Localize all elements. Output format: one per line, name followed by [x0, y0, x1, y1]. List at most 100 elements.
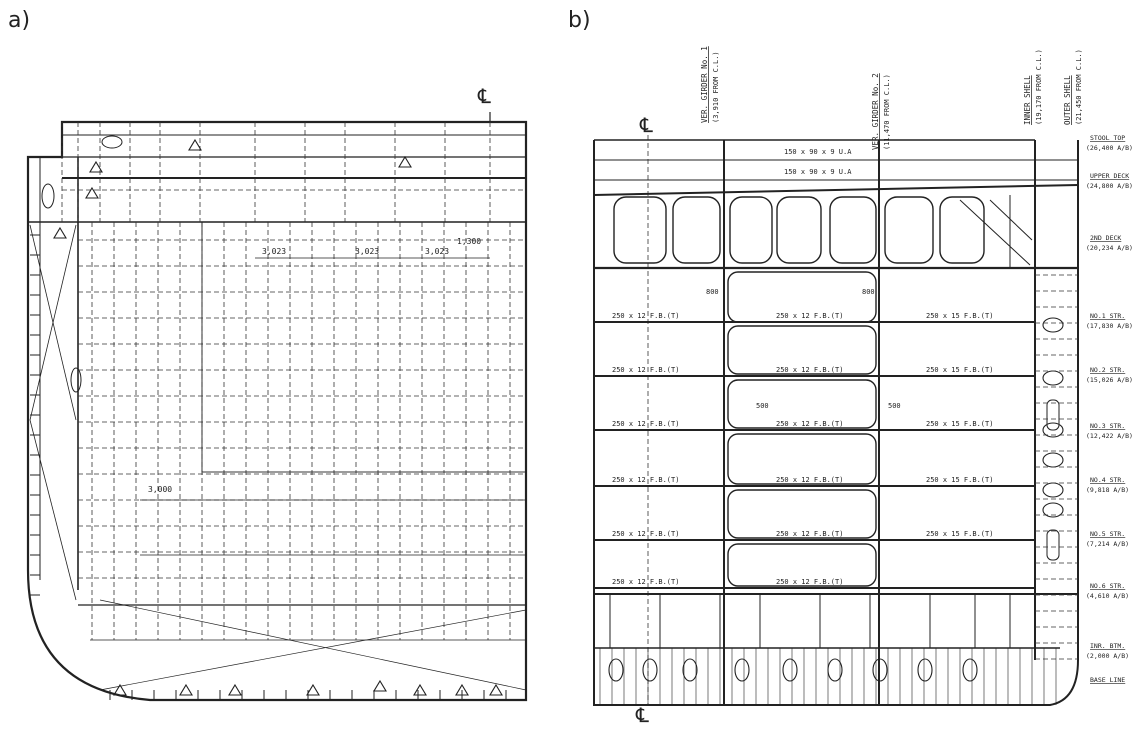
- weld-triangle: [113, 683, 127, 696]
- central-opening: [727, 489, 877, 539]
- hull-outline-a: [26, 120, 528, 702]
- brace-a2: [29, 224, 77, 421]
- stiffener-label-2: 150 x 90 x 9 U.A: [784, 168, 852, 176]
- lightening-hole: [734, 658, 750, 682]
- level-value: (17,830 A/B): [1086, 322, 1133, 330]
- horizontal-longitudinals-a: [30, 234, 526, 700]
- stringer-label-mid: 250 x 12 F.B.(T): [776, 312, 843, 320]
- weld-triangle: [228, 683, 242, 696]
- central-opening: [727, 325, 877, 375]
- stringers-b: 250 x 12 F.B.(T) 250 x 12 F.B.(T) 250 x 15…: [594, 271, 1035, 589]
- panel-a-label: a): [8, 8, 31, 33]
- weld-triangle: [179, 683, 193, 696]
- bracket-label: 800: [706, 288, 719, 296]
- side-hole: [1042, 422, 1064, 438]
- outer-shell-sub: (21,450 FROM C.L.): [1075, 49, 1083, 125]
- level-value: (24,800 A/B): [1086, 182, 1133, 190]
- upper-bay: [884, 196, 934, 264]
- side-hole: [1042, 452, 1064, 468]
- level-name: BASE LINE: [1090, 676, 1125, 684]
- stringer-label-right: 250 x 15 F.B.(T): [926, 312, 993, 320]
- upper-bay: [939, 196, 985, 264]
- weld-triangle: [306, 683, 320, 696]
- level-name: NO.5 STR.: [1090, 530, 1125, 538]
- weld-triangle: [53, 226, 67, 239]
- level-name: NO.2 STR.: [1090, 366, 1125, 374]
- dim-3023-a: 3,023: [262, 247, 286, 256]
- girder-1-sub: (3,910 FROM C.L.): [712, 51, 720, 123]
- stringer-label-mid: 250 x 12 F.B.(T): [776, 420, 843, 428]
- lightening-hole: [782, 658, 798, 682]
- side-hole: [1042, 502, 1064, 518]
- weld-symbols-a: [53, 138, 503, 696]
- level-name: STOOL TOP: [1090, 134, 1125, 142]
- inner-shell-sub: (19,170 FROM C.L.): [1035, 49, 1043, 125]
- hull-outline-b: [593, 140, 1079, 706]
- centerline-symbol-a: ℄: [477, 84, 491, 108]
- manhole-a: [101, 135, 123, 149]
- level-value: (4,610 A/B): [1086, 592, 1129, 600]
- bottom-brace-a1: [99, 599, 527, 691]
- upper-deck-b: [593, 184, 1079, 196]
- bracket-label: 500: [888, 402, 901, 410]
- manhole-c: [70, 367, 82, 393]
- stringer-label-left: 250 x 12 F.B.(T): [612, 366, 679, 374]
- side-slot: [1046, 529, 1060, 561]
- stringer-label-right: 250 x 15 F.B.(T): [926, 476, 993, 484]
- dim-1300: 1,300: [457, 237, 481, 246]
- lightening-hole: [872, 658, 888, 682]
- stringer-label-left: 250 x 12 F.B.(T): [612, 420, 679, 428]
- dim-3023-c: 3,023: [425, 247, 449, 256]
- weld-triangle: [489, 683, 503, 696]
- level-labels-b: STOOL TOP(26,400 A/B)UPPER DECK(24,800 A…: [1086, 134, 1133, 684]
- central-opening: [727, 379, 877, 429]
- manhole-b: [41, 183, 55, 209]
- level-value: (12,422 A/B): [1086, 432, 1133, 440]
- stringer-label-mid: 250 x 12 F.B.(T): [776, 476, 843, 484]
- lightening-hole: [608, 658, 624, 682]
- centerline-symbol-b-bottom: ℄: [635, 703, 649, 727]
- upper-bay: [729, 196, 773, 264]
- stiffener-label-1: 150 x 90 x 9 U.A: [784, 148, 852, 156]
- upper-bay: [672, 196, 721, 264]
- upper-diagonal: [989, 199, 1033, 241]
- side-hole: [1042, 317, 1064, 333]
- side-openings-b: [1035, 274, 1078, 660]
- top-label-girder-1: VER. GIRDER No. 1 (3,910 FROM C.L.): [700, 46, 720, 123]
- weld-triangle: [188, 138, 202, 151]
- girder-1-title: VER. GIRDER No. 1: [700, 46, 709, 123]
- side-slot: [1046, 399, 1060, 431]
- upper-bays-b: [613, 196, 1033, 266]
- upper-bay: [776, 196, 822, 264]
- stringer-label-mid: 250 x 12 F.B.(T): [776, 366, 843, 374]
- stringer-label-left: 250 x 12 F.B.(T): [612, 312, 679, 320]
- level-value: (9,818 A/B): [1086, 486, 1129, 494]
- central-opening: [727, 433, 877, 485]
- centerline-symbol-b-top: ℄: [639, 113, 653, 137]
- weld-triangle: [413, 683, 427, 696]
- level-value: (7,214 A/B): [1086, 540, 1129, 548]
- level-value: (2,000 A/B): [1086, 652, 1129, 660]
- bracket-label: 500: [756, 402, 769, 410]
- outer-shell-title: OUTER SHELL: [1063, 75, 1072, 125]
- brace-a3: [29, 419, 77, 601]
- stringer-label-right: 250 x 15 F.B.(T): [926, 530, 993, 538]
- inner-shell-title: INNER SHELL: [1023, 75, 1032, 125]
- top-label-inner-shell: INNER SHELL (19,170 FROM C.L.): [1023, 49, 1043, 125]
- lightening-hole: [827, 658, 843, 682]
- level-value: (15,026 A/B): [1086, 376, 1133, 384]
- level-name: INR. BTM.: [1090, 642, 1125, 650]
- girder-2-title: VER. GIRDER No. 2: [871, 73, 880, 150]
- inner-panel-a: [201, 221, 527, 473]
- weld-triangle: [373, 679, 387, 692]
- top-label-girder-2: VER. GIRDER No. 2 (11,470 FROM C.L.): [871, 73, 891, 150]
- level-name: NO.3 STR.: [1090, 422, 1125, 430]
- stringer-label-mid: 250 x 12 F.B.(T): [776, 578, 843, 586]
- stringer-label-left: 250 x 12 F.B.(T): [612, 530, 679, 538]
- stringer-label-right: 250 x 15 F.B.(T): [926, 420, 993, 428]
- panel-b-label: b): [568, 8, 591, 33]
- stringer-label-right: 250 x 15 F.B.(T): [926, 366, 993, 374]
- panel-a-drawing: ℄ 3,000 1,300 3,023 3,023 3,023: [26, 84, 528, 702]
- top-label-outer-shell: OUTER SHELL (21,450 FROM C.L.): [1063, 49, 1083, 125]
- bottom-openings-b: [599, 594, 1057, 705]
